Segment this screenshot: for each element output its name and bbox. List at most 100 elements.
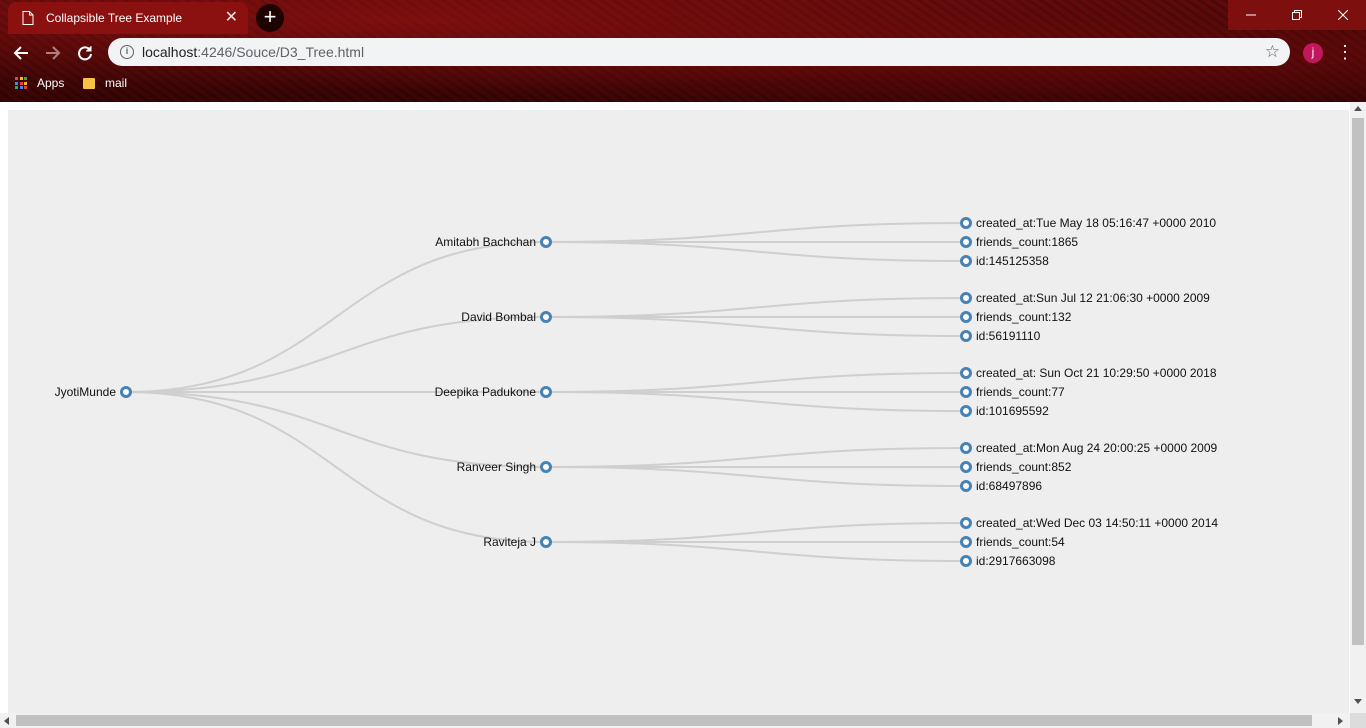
node-circle[interactable] (540, 461, 552, 473)
node-label: Deepika Padukone (435, 385, 537, 399)
node-circle[interactable] (960, 367, 972, 379)
tree-node-leaf[interactable]: id:145125358 (960, 254, 1050, 268)
address-bar[interactable]: i localhost:4246/Souce/D3_Tree.html ☆ (108, 38, 1290, 66)
tree-link (545, 316, 967, 337)
tree-node-leaf[interactable]: friends_count:1865 (960, 235, 1079, 249)
tab-close-icon[interactable]: ✕ (224, 9, 238, 26)
tree-node-leaf[interactable]: created_at:Tue May 18 05:16:47 +0000 201… (960, 216, 1217, 230)
node-circle[interactable] (960, 405, 972, 417)
node-label: Ranveer Singh (457, 460, 536, 474)
browser-toolbar: i localhost:4246/Souce/D3_Tree.html ☆ j … (0, 36, 1366, 70)
tree-node-child[interactable]: Raviteja J (483, 535, 552, 549)
new-tab-button[interactable]: + (256, 4, 284, 32)
tree-node-leaf[interactable]: friends_count:77 (960, 385, 1066, 399)
reload-button[interactable] (72, 40, 98, 66)
node-label: JyotiMunde (55, 385, 117, 399)
tree-link (545, 541, 967, 562)
apps-grid-icon (15, 77, 27, 89)
tree-node-child[interactable]: David Bombal (461, 310, 552, 324)
node-circle[interactable] (960, 292, 972, 304)
vertical-scrollbar[interactable] (1350, 102, 1366, 713)
tree-node-leaf[interactable]: friends_count:852 (960, 460, 1072, 474)
back-button[interactable] (8, 40, 34, 66)
node-circle[interactable] (960, 442, 972, 454)
profile-avatar[interactable]: j (1303, 43, 1323, 63)
node-circle[interactable] (960, 236, 972, 248)
tree-link (545, 222, 967, 243)
scroll-down-icon[interactable] (1354, 699, 1362, 704)
node-label: created_at: Sun Oct 21 10:29:50 +0000 20… (976, 366, 1217, 380)
tree-node-leaf[interactable]: id:101695592 (960, 404, 1050, 418)
tree-link (545, 466, 967, 487)
collapsible-tree: JyotiMunde Amitabh Bachchan created_at:Tue… (55, 216, 1219, 568)
tab-active[interactable]: Collapsible Tree Example ✕ (8, 2, 248, 34)
close-window-button[interactable] (1320, 0, 1366, 30)
tree-node-leaf[interactable]: created_at:Mon Aug 24 20:00:25 +0000 200… (960, 441, 1218, 455)
close-icon (1338, 10, 1348, 20)
bookmark-mail-label: mail (105, 76, 128, 90)
tree-node-leaf[interactable]: id:2917663098 (960, 554, 1056, 568)
tree-node-root[interactable]: JyotiMunde (55, 385, 132, 399)
tree-node-child[interactable]: Deepika Padukone (435, 385, 552, 399)
bookmarks-bar: Apps mail (0, 72, 1366, 96)
scroll-left-icon[interactable] (4, 717, 9, 725)
tree-link (545, 391, 967, 412)
tree-node-leaf[interactable]: friends_count:132 (960, 310, 1072, 324)
tree-node-child[interactable]: Ranveer Singh (457, 460, 552, 474)
vertical-scroll-thumb[interactable] (1352, 118, 1364, 645)
info-icon[interactable]: i (120, 45, 134, 59)
node-label: created_at:Mon Aug 24 20:00:25 +0000 200… (976, 441, 1218, 455)
tree-node-child[interactable]: Amitabh Bachchan (435, 235, 552, 249)
minimize-button[interactable] (1228, 0, 1274, 30)
node-label: Amitabh Bachchan (435, 235, 536, 249)
node-circle[interactable] (960, 517, 972, 529)
node-circle[interactable] (960, 555, 972, 567)
horizontal-scroll-thumb[interactable] (16, 715, 1312, 726)
node-circle[interactable] (960, 480, 972, 492)
node-circle[interactable] (960, 536, 972, 548)
tree-node-leaf[interactable]: id:68497896 (960, 479, 1043, 493)
url-path: :4246/Souce/D3_Tree.html (197, 44, 365, 60)
url-host: localhost (142, 44, 198, 60)
node-circle[interactable] (540, 536, 552, 548)
tab-title: Collapsible Tree Example (46, 11, 183, 25)
tree-node-leaf[interactable]: created_at:Wed Dec 03 14:50:11 +0000 201… (960, 516, 1219, 530)
forward-button[interactable] (40, 40, 66, 66)
nodes-layer: JyotiMunde Amitabh Bachchan created_at:Tue… (55, 216, 1219, 568)
node-circle[interactable] (540, 236, 552, 248)
menu-icon[interactable]: ⋮ (1336, 42, 1354, 62)
node-label: friends_count:77 (976, 385, 1065, 399)
node-label: created_at:Tue May 18 05:16:47 +0000 201… (976, 216, 1216, 230)
scroll-up-icon[interactable] (1354, 106, 1362, 111)
node-circle[interactable] (540, 386, 552, 398)
tree-node-leaf[interactable]: friends_count:54 (960, 535, 1066, 549)
node-circle[interactable] (960, 217, 972, 229)
horizontal-scrollbar[interactable] (0, 713, 1350, 728)
node-label: friends_count:1865 (976, 235, 1078, 249)
node-label: id:68497896 (976, 479, 1042, 493)
node-circle[interactable] (540, 311, 552, 323)
bookmark-mail[interactable]: mail (83, 76, 127, 90)
bookmark-apps[interactable]: Apps (15, 76, 64, 90)
minimize-icon (1246, 14, 1256, 16)
tree-node-leaf[interactable]: created_at:Sun Jul 12 21:06:30 +0000 200… (960, 291, 1211, 305)
tree-node-leaf[interactable]: id:56191110 (960, 329, 1041, 343)
scrollbar-corner (1350, 713, 1366, 728)
node-circle[interactable] (960, 461, 972, 473)
bookmark-star-icon[interactable]: ☆ (1264, 42, 1280, 61)
node-circle[interactable] (120, 386, 132, 398)
node-label: id:56191110 (976, 329, 1041, 343)
node-circle[interactable] (960, 255, 972, 267)
tree-link (545, 522, 967, 543)
tree-node-leaf[interactable]: created_at: Sun Oct 21 10:29:50 +0000 20… (960, 366, 1217, 380)
node-circle[interactable] (960, 311, 972, 323)
tree-link (125, 391, 547, 543)
node-circle[interactable] (960, 386, 972, 398)
restore-button[interactable] (1274, 0, 1320, 30)
tree-canvas: JyotiMunde Amitabh Bachchan created_at:Tue… (8, 110, 1349, 713)
scroll-right-icon[interactable] (1338, 717, 1343, 725)
tree-link (545, 447, 967, 468)
reload-icon (78, 46, 92, 61)
node-circle[interactable] (960, 330, 972, 342)
restore-icon (1292, 10, 1302, 20)
